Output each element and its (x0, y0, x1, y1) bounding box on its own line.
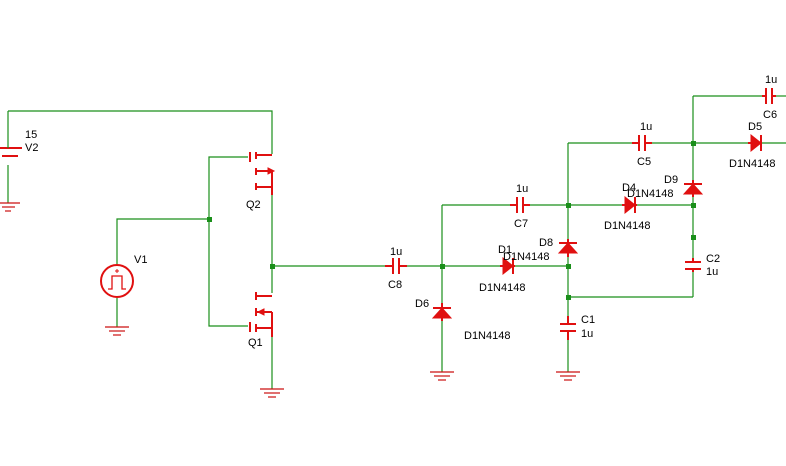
diode-d6[interactable]: D6 D1N4148 (415, 298, 510, 342)
capacitor-c8[interactable]: 1u C8 (385, 246, 407, 291)
c2-value: 1u (706, 266, 718, 278)
junction (566, 295, 571, 300)
d4-model: D1N4148 (604, 220, 650, 232)
c7-value: 1u (516, 183, 528, 195)
mosfet-q2[interactable]: Q2 (246, 152, 276, 211)
junction (691, 141, 696, 146)
d4-model-top: D1N4148 (627, 188, 673, 200)
diode-d1[interactable]: D1 D1N4148 D1N4148 (479, 244, 549, 294)
d1-model-top: D1N4148 (503, 251, 549, 263)
junction (440, 264, 445, 269)
c1-value: 1u (581, 328, 593, 340)
ground-d6 (430, 371, 454, 381)
v2-label: V2 (25, 142, 38, 154)
c6-value: 1u (765, 74, 777, 86)
diode-d8[interactable]: D8 (539, 237, 579, 257)
c8-value: 1u (390, 246, 402, 258)
junction (207, 217, 212, 222)
d1-label: D1 (498, 244, 512, 256)
q2-label: Q2 (246, 199, 261, 211)
d5-label: D5 (748, 121, 762, 133)
junction (691, 203, 696, 208)
ground-v1 (105, 326, 129, 336)
mosfet-q1[interactable]: Q1 (248, 292, 273, 349)
capacitor-c6[interactable]: 1u C6 (762, 74, 777, 121)
d1-model: D1N4148 (479, 282, 525, 294)
junction (691, 235, 696, 240)
d6-label: D6 (415, 298, 429, 310)
d8-label: D8 (539, 237, 553, 249)
v2-value: 15 (25, 129, 37, 141)
d4-label: D4 (622, 182, 636, 194)
d6-model: D1N4148 (464, 330, 510, 342)
c8-label: C8 (388, 279, 402, 291)
d9-label: D9 (664, 174, 678, 186)
d5-model: D1N4148 (729, 158, 775, 170)
c7-label: C7 (514, 218, 528, 230)
c5-label: C5 (637, 156, 651, 168)
ground-c1 (556, 371, 580, 381)
diode-d9[interactable]: D9 (664, 174, 704, 197)
capacitor-c2[interactable]: C2 1u (685, 253, 720, 278)
battery-v2[interactable]: 15 V2 (0, 111, 38, 157)
junction (270, 264, 275, 269)
junction-nodes (207, 141, 696, 300)
diode-d4[interactable]: D4 D1N4148 D1N4148 (604, 182, 673, 232)
q1-label: Q1 (248, 337, 263, 349)
capacitor-c7[interactable]: 1u C7 (510, 183, 530, 230)
v1-label: V1 (134, 254, 147, 266)
c2-label: C2 (706, 253, 720, 265)
capacitor-c1[interactable]: C1 1u (560, 314, 595, 340)
capacitor-c5[interactable]: 1u C5 (632, 121, 652, 168)
junction (566, 264, 571, 269)
diode-d5[interactable]: D5 D1N4148 (729, 121, 775, 170)
ground-v2 (0, 202, 20, 212)
wires (7, 95, 786, 389)
c1-label: C1 (581, 314, 595, 326)
ground-q1 (260, 388, 284, 398)
pulse-source-v1[interactable]: V1 (100, 254, 147, 298)
junction (566, 203, 571, 208)
c5-value: 1u (640, 121, 652, 133)
c6-label: C6 (763, 109, 777, 121)
